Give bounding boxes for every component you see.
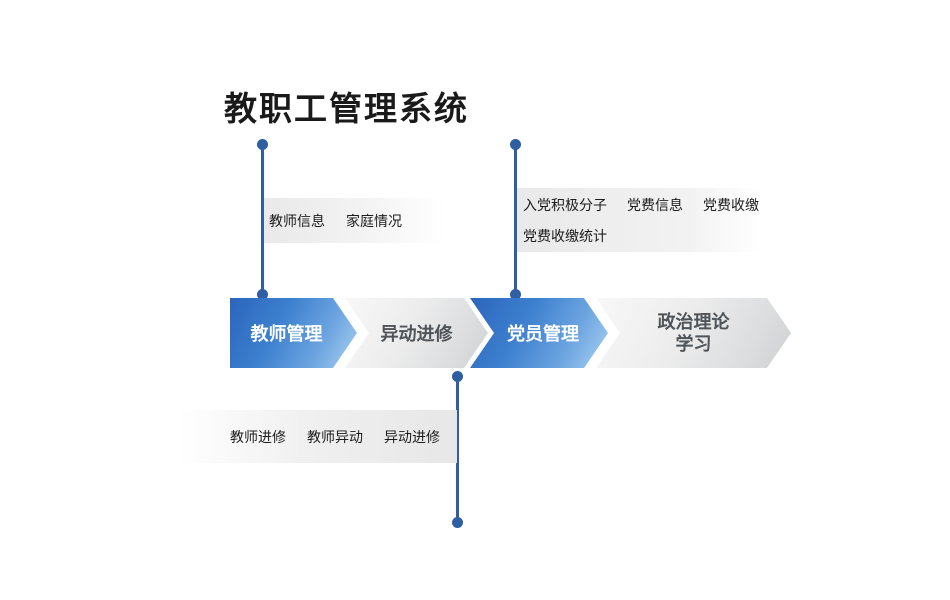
connector-line-teacher — [261, 145, 264, 295]
connector-dot-party-top — [510, 139, 521, 150]
callout-item: 教师进修 — [230, 428, 286, 445]
callout-item: 党费收缴 — [703, 196, 759, 213]
page-title: 教职工管理系统 — [224, 90, 469, 127]
connector-dot-party-bottom — [510, 289, 521, 300]
flow-step-political-theory: 政治理论学习 — [596, 298, 791, 368]
callout-item: 党费收缴统计 — [523, 227, 607, 244]
flow-step-label: 教师管理 — [250, 324, 323, 344]
callout-item: 入党积极分子 — [523, 196, 607, 213]
callout-row: 党费收缴统计 — [523, 226, 607, 246]
callout-item: 党费信息 — [627, 196, 683, 213]
callout-item: 异动进修 — [384, 428, 440, 445]
connector-dot-transfer-top — [452, 371, 463, 382]
callout-party-info: 入党积极分子 党费信息 党费收缴 党费收缴统计 — [517, 188, 761, 252]
callout-item: 教师异动 — [307, 428, 363, 445]
callout-teacher-info: 教师信息 家庭情况 — [264, 198, 445, 243]
callout-row: 入党积极分子 党费信息 党费收缴 — [523, 195, 759, 215]
callout-item: 教师信息 — [269, 212, 325, 229]
callout-transfer-info: 教师进修 教师异动 异动进修 — [178, 410, 457, 463]
connector-line-party — [514, 145, 517, 295]
connector-line-transfer — [456, 376, 459, 523]
flow-step-transfer-study: 异动进修 — [345, 298, 488, 368]
flow-step-label: 党员管理 — [507, 324, 579, 344]
flow-step-label: 异动进修 — [380, 324, 453, 344]
callout-item: 家庭情况 — [346, 212, 402, 229]
flow-step-party-management: 党员管理 — [470, 298, 608, 368]
connector-dot-transfer-bottom — [452, 517, 463, 528]
connector-dot-teacher-top — [257, 139, 268, 150]
flow-step-teacher-management: 教师管理 — [230, 298, 357, 368]
connector-dot-teacher-bottom — [257, 289, 268, 300]
flow-step-label: 政治理论学习 — [657, 311, 730, 354]
